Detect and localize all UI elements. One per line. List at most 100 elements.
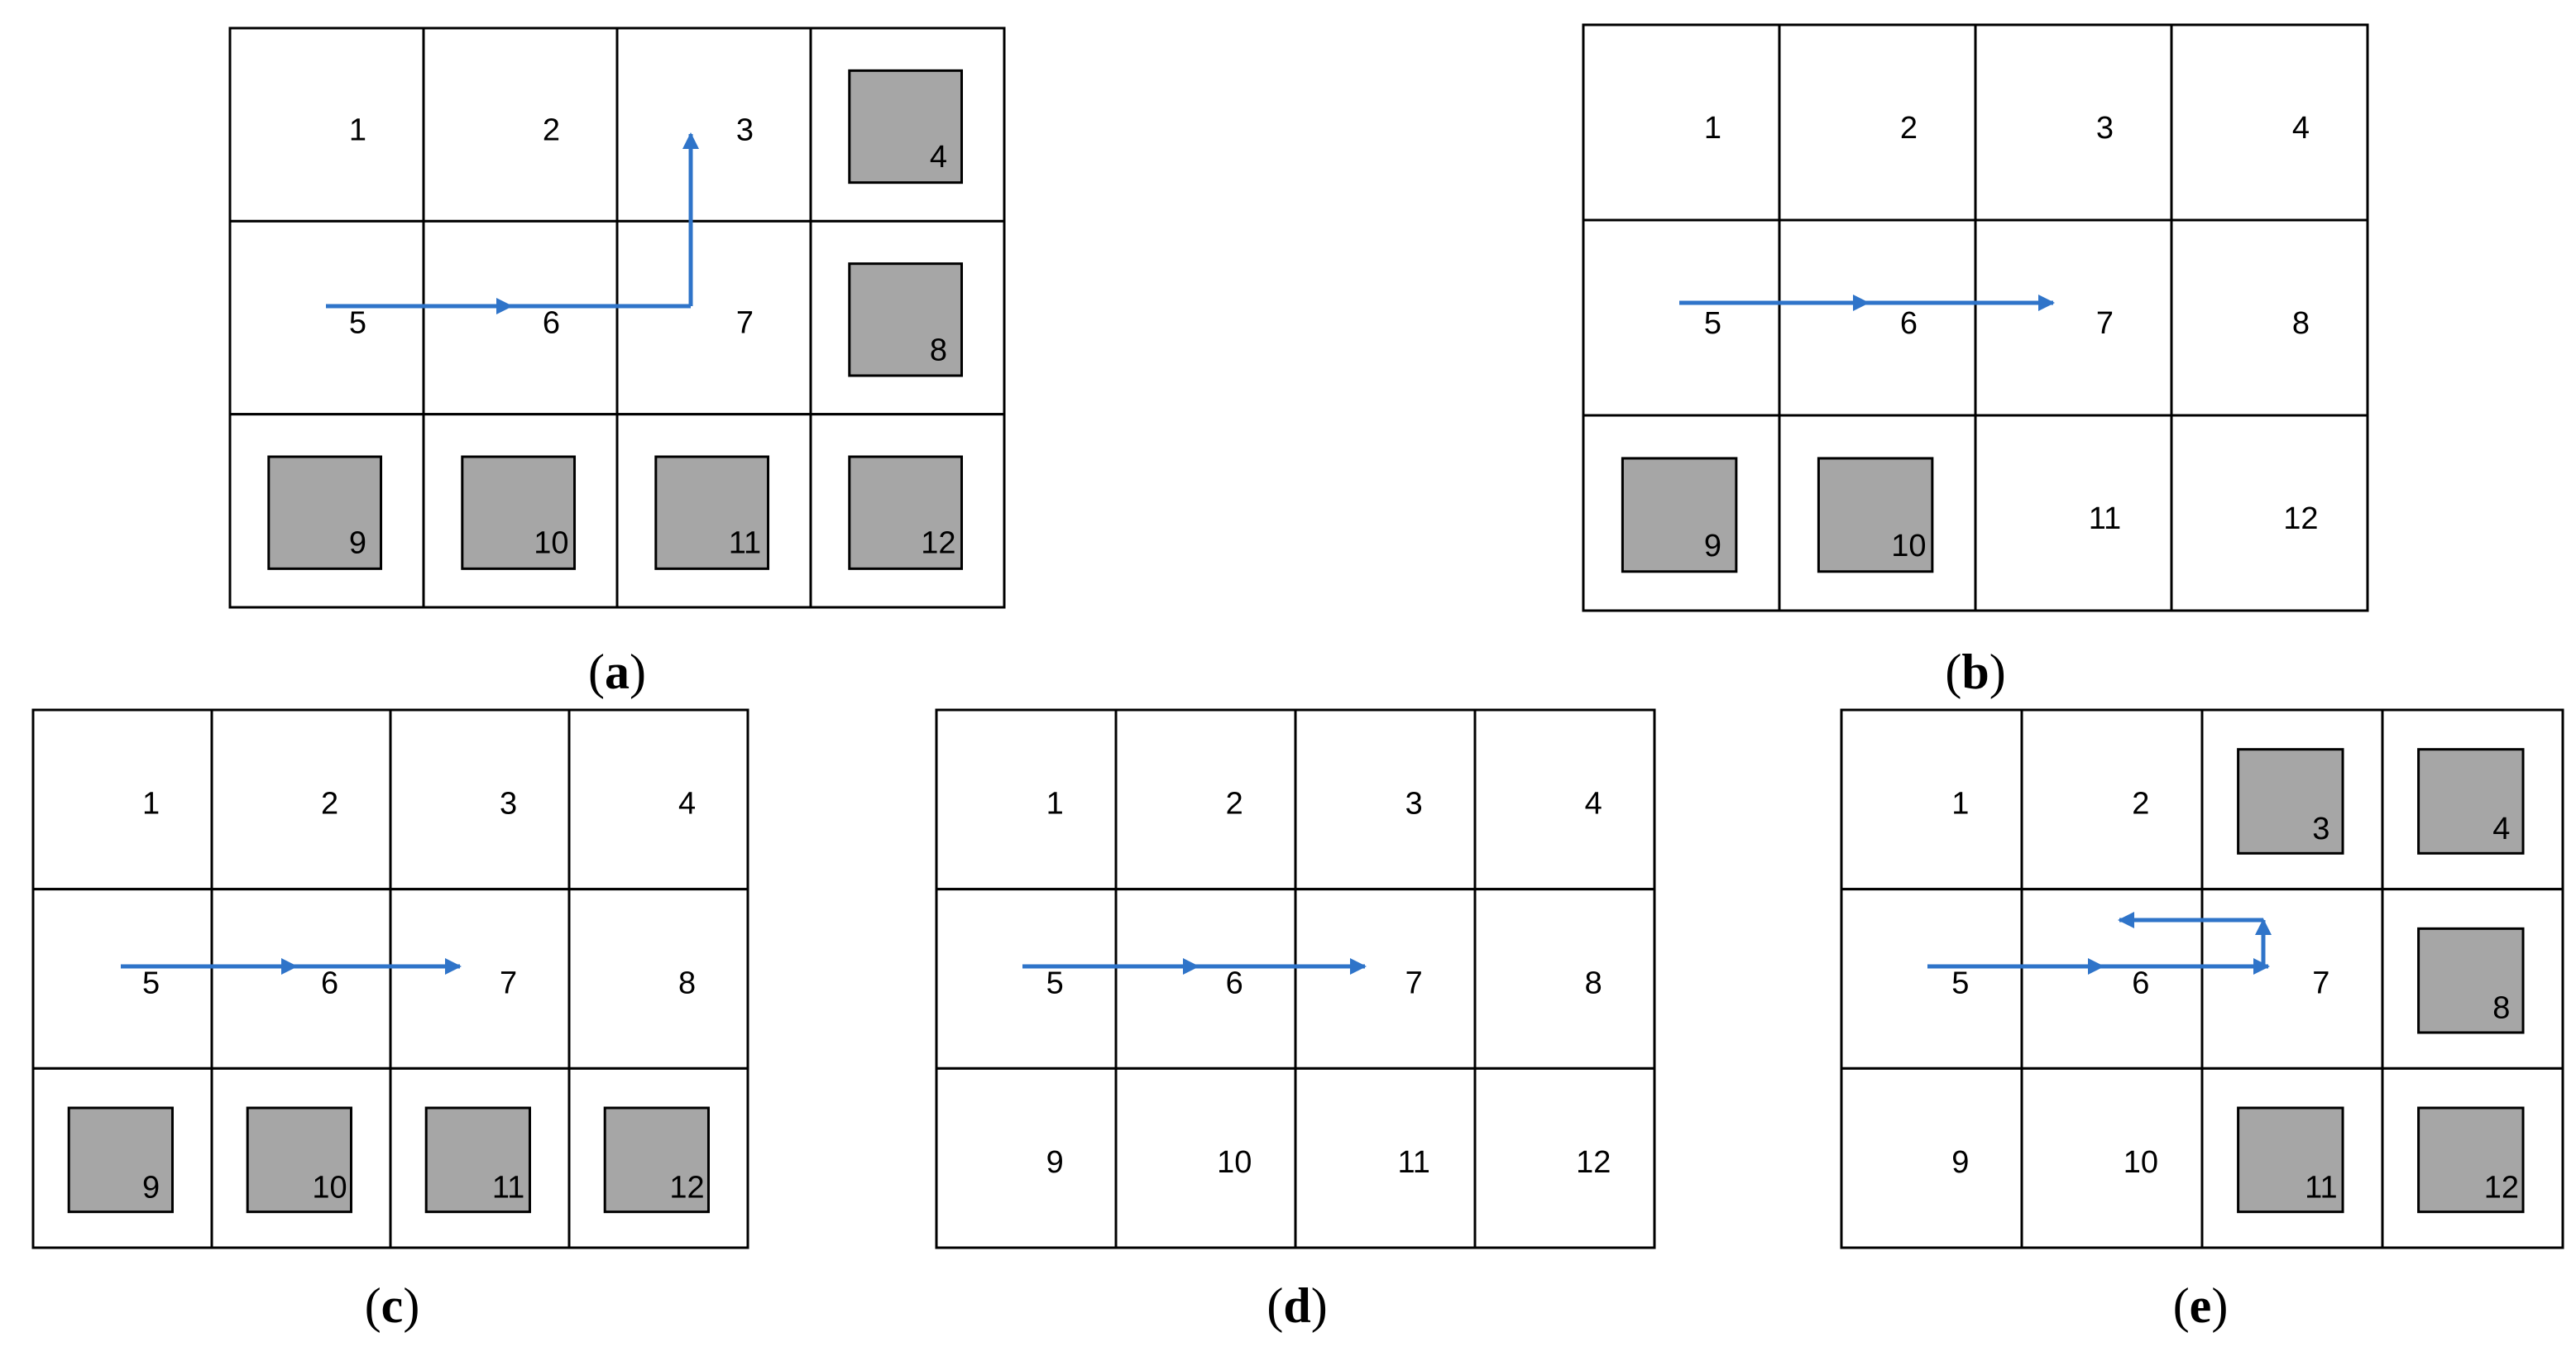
obstacle-block xyxy=(1621,457,1738,573)
cell-number: 11 xyxy=(2089,501,2121,536)
grid-cell: 2 xyxy=(210,708,392,891)
grid-cell: 8 xyxy=(2170,218,2369,417)
grid-cell: 4 xyxy=(809,26,1006,223)
cell-number: 6 xyxy=(321,966,338,1000)
grid-cell: 2 xyxy=(2020,708,2204,891)
grid-cell: 10 xyxy=(210,1067,392,1249)
cell-number: 8 xyxy=(1585,966,1602,1000)
cell-number: 3 xyxy=(2096,111,2114,146)
cell-number: 6 xyxy=(2132,966,2149,1000)
cell-number: 3 xyxy=(2312,812,2329,846)
cell-number: 4 xyxy=(678,787,696,822)
grid-cell: 6 xyxy=(2020,888,2204,1070)
grid-cell: 1 xyxy=(1582,23,1781,222)
obstacle-block xyxy=(424,1106,531,1214)
cell-number: 1 xyxy=(142,787,160,822)
cell-number: 5 xyxy=(1704,306,1721,341)
cell-number: 1 xyxy=(1951,787,1969,822)
cell-number: 8 xyxy=(2492,991,2510,1026)
grid-cell: 5 xyxy=(1840,888,2023,1070)
panel-caption: (d) xyxy=(1266,1278,1327,1333)
grid-cell: 12 xyxy=(2170,414,2369,612)
grid-cell: 7 xyxy=(2200,888,2384,1070)
grid-cell: 9 xyxy=(1582,414,1781,612)
grid-cell: 11 xyxy=(389,1067,571,1249)
cell-number: 7 xyxy=(500,966,517,1000)
cell-number: 1 xyxy=(1046,787,1064,822)
cell-number: 4 xyxy=(930,140,947,175)
grid-cell: 4 xyxy=(2381,708,2564,891)
cell-number: 2 xyxy=(1900,111,1918,146)
grid-cell: 5 xyxy=(935,888,1118,1070)
cell-number: 12 xyxy=(2283,501,2318,536)
grid-cell: 7 xyxy=(615,219,812,416)
cell-number: 5 xyxy=(1046,966,1064,1000)
obstacle-block xyxy=(67,1106,174,1214)
cell-number: 12 xyxy=(921,526,955,561)
cell-number: 10 xyxy=(1891,529,1926,563)
cell-number: 4 xyxy=(1585,787,1602,822)
cell-number: 2 xyxy=(543,113,560,147)
cell-number: 6 xyxy=(543,306,560,341)
grid-cell: 6 xyxy=(1114,888,1297,1070)
grid-cell: 4 xyxy=(1473,708,1656,891)
cell-number: 11 xyxy=(2305,1170,2337,1205)
cell-number: 1 xyxy=(1704,111,1721,146)
grid-cell: 7 xyxy=(1974,218,2173,417)
cell-number: 11 xyxy=(1397,1145,1429,1180)
cell-number: 7 xyxy=(2312,966,2329,1000)
cell-number: 7 xyxy=(1405,966,1423,1000)
grid-cell: 10 xyxy=(1778,414,1977,612)
panel-caption: (b) xyxy=(1945,645,2005,699)
grid-cell: 11 xyxy=(2200,1067,2384,1249)
cell-number: 3 xyxy=(500,787,517,822)
grid-cell: 10 xyxy=(1114,1067,1297,1249)
grid-cell: 6 xyxy=(422,219,619,416)
obstacle-block xyxy=(461,455,577,570)
cell-number: 6 xyxy=(1226,966,1243,1000)
obstacle-block xyxy=(2417,748,2525,855)
grid-cell: 9 xyxy=(1840,1067,2023,1249)
cell-number: 8 xyxy=(678,966,696,1000)
cell-number: 3 xyxy=(1405,787,1423,822)
obstacle-block xyxy=(246,1106,352,1214)
grid-cell: 1 xyxy=(935,708,1118,891)
grid-cell: 7 xyxy=(389,888,571,1070)
grid-cell: 6 xyxy=(210,888,392,1070)
grid-cell: 1 xyxy=(228,26,425,223)
grid-cell: 2 xyxy=(1114,708,1297,891)
path-arrow xyxy=(326,132,699,314)
obstacle-block xyxy=(2417,1106,2525,1214)
panel-caption: (a) xyxy=(588,645,646,699)
cell-number: 6 xyxy=(1900,306,1918,341)
obstacle-block xyxy=(848,262,964,377)
panel-caption: (c) xyxy=(365,1278,420,1333)
cell-number: 10 xyxy=(312,1170,347,1205)
grid-cell: 5 xyxy=(1582,218,1781,417)
grid-cell: 11 xyxy=(1974,414,2173,612)
grid-cell: 3 xyxy=(1974,23,2173,222)
obstacle-block xyxy=(2417,927,2525,1034)
grid-cell: 4 xyxy=(567,708,749,891)
grid-cell: 9 xyxy=(228,413,425,609)
grid-cell: 11 xyxy=(615,413,812,609)
grid-cell: 3 xyxy=(1294,708,1477,891)
grid-cell: 12 xyxy=(567,1067,749,1249)
cell-number: 2 xyxy=(321,787,338,822)
grid-cell: 4 xyxy=(2170,23,2369,222)
cell-number: 9 xyxy=(1951,1145,1969,1180)
grid-cell: 7 xyxy=(1294,888,1477,1070)
cell-number: 9 xyxy=(142,1170,160,1205)
cell-number: 8 xyxy=(930,333,947,367)
obstacle-block xyxy=(1817,457,1934,573)
grid-cell: 9 xyxy=(935,1067,1118,1249)
cell-number: 10 xyxy=(1217,1145,1252,1180)
cell-number: 5 xyxy=(349,306,366,341)
cell-number: 2 xyxy=(2132,787,2149,822)
